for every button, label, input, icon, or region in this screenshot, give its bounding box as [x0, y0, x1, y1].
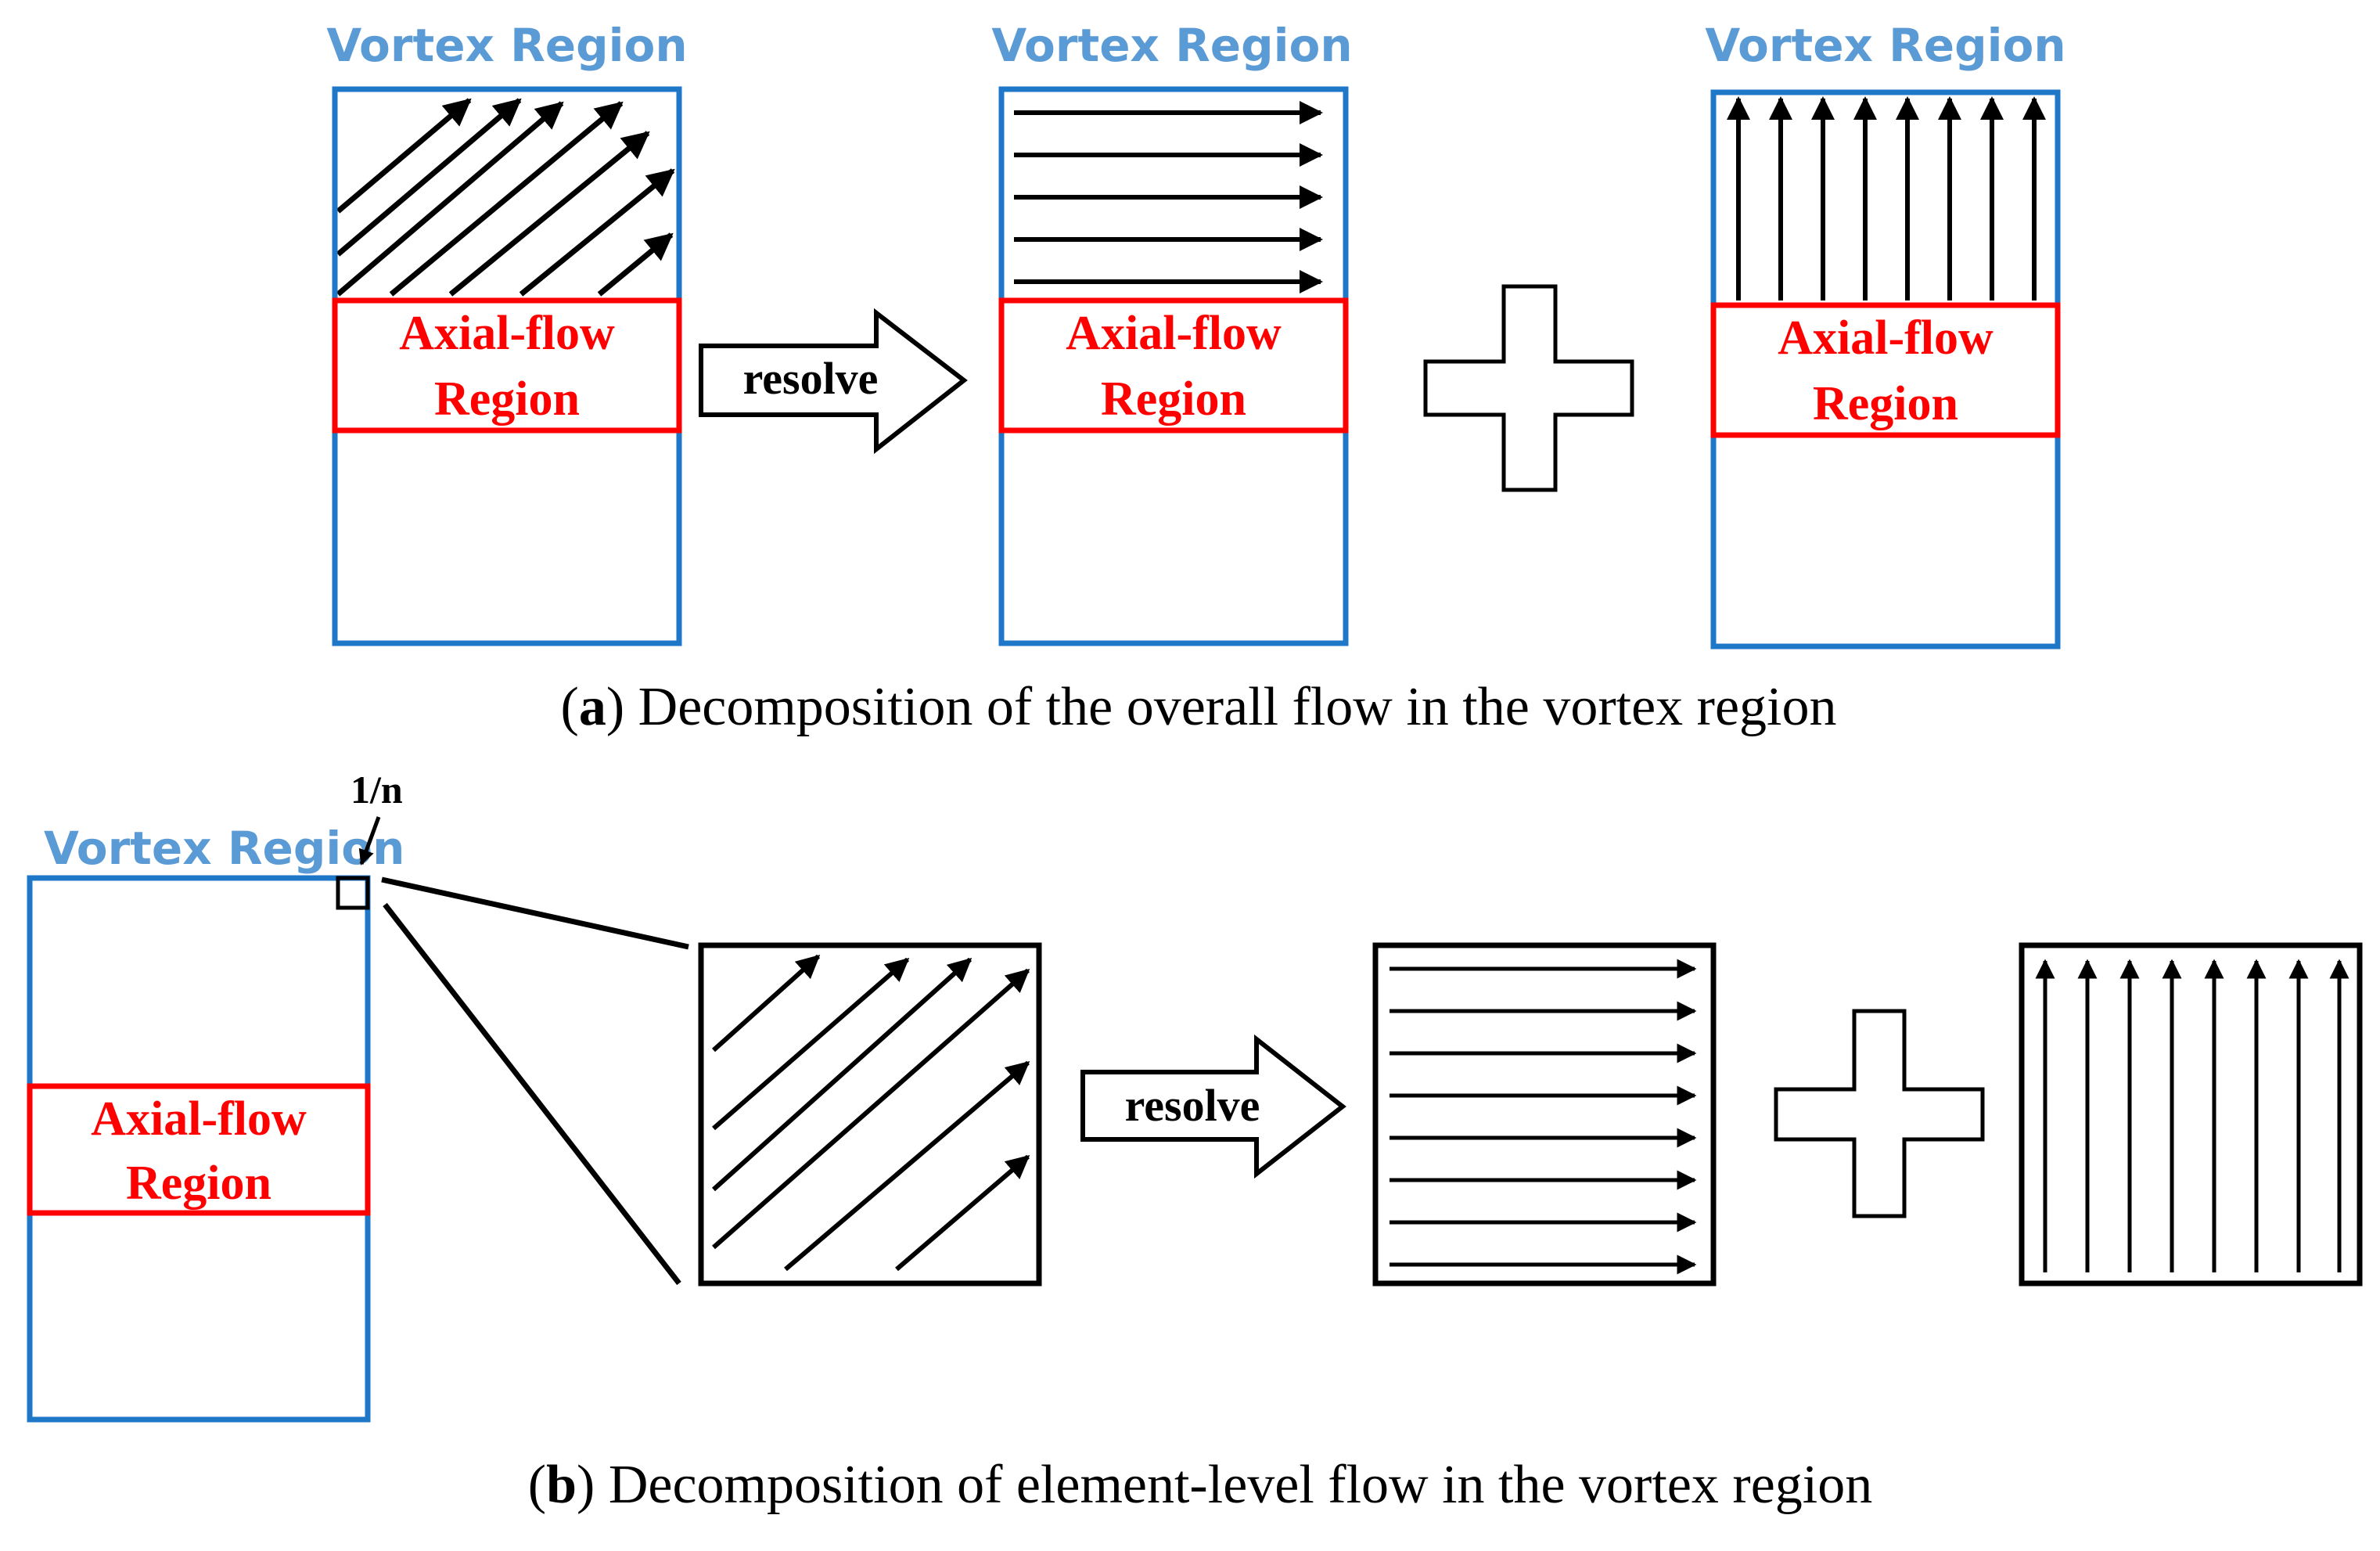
- resolve-arrow: resolve: [699, 308, 968, 455]
- horizontal-component-panel: Vortex Region Axial-flow Region: [991, 19, 1353, 646]
- element-oblique-panel: [698, 942, 1042, 1287]
- pointer-arrow: [358, 816, 381, 865]
- part-b: Vortex Region 1/n Axial-flow Region: [27, 768, 2363, 1515]
- zoom-line-bottom: [383, 902, 681, 1286]
- caption-b: (b) Decomposition of element-level flow …: [528, 1455, 1872, 1515]
- resolve-label: resolve: [743, 353, 879, 404]
- vortex-region-label: Vortex Region: [44, 822, 404, 875]
- arrow-icon: [336, 98, 472, 214]
- resolve-arrow-icon: [699, 308, 968, 455]
- plus-icon: [1774, 1009, 1985, 1218]
- caption-a: (a) Decomposition of the overall flow in…: [561, 677, 1837, 737]
- arrow-icon: [336, 98, 522, 257]
- horizontal-flow-arrows: [1390, 959, 1697, 1275]
- arrow-icon: [597, 232, 674, 297]
- axial-flow-region-box: [1710, 302, 2061, 438]
- oblique-flow-arrows: [336, 98, 675, 297]
- axial-flow-label: Axial-flow: [1778, 311, 1994, 365]
- arrow-icon: [711, 954, 821, 1053]
- zoom-line-top: [381, 876, 689, 950]
- vortex-region-box: [998, 86, 1349, 646]
- vortex-region-label: Vortex Region: [326, 19, 687, 72]
- element-horizontal-panel: [1372, 942, 1717, 1287]
- resolve-arrow: resolve: [1080, 1034, 1346, 1179]
- horizontal-flow-arrows: [1014, 101, 1323, 293]
- arrow-icon: [389, 101, 624, 297]
- resolve-label: resolve: [1125, 1080, 1260, 1131]
- axial-flow-region-box: [998, 297, 1349, 434]
- element-vertical-panel: [2019, 942, 2363, 1287]
- zoom-lines: [381, 876, 689, 1286]
- vertical-flow-arrows: [2035, 959, 2349, 1272]
- arrow-icon: [448, 131, 650, 297]
- vertical-flow-arrows: [1727, 96, 2046, 300]
- arrow-icon: [895, 1154, 1030, 1272]
- resolve-arrow-icon: [1080, 1034, 1346, 1179]
- arrow-icon: [712, 968, 1030, 1250]
- plus-icon: [1423, 284, 1634, 492]
- caption-b-letter: b: [546, 1455, 577, 1515]
- element-box: [1372, 942, 1717, 1287]
- arrow-icon: [519, 168, 675, 297]
- vortex-region-box: [27, 875, 371, 1423]
- axial-region-label: Region: [1813, 377, 1958, 430]
- vortex-region-label: Vortex Region: [991, 19, 1352, 72]
- axial-flow-label: Axial-flow: [91, 1092, 307, 1146]
- vortex-region-label: Vortex Region: [1705, 19, 2065, 72]
- axial-flow-label: Axial-flow: [1066, 307, 1282, 360]
- axial-region-label: Region: [1101, 372, 1246, 426]
- axial-flow-label: Axial-flow: [399, 307, 615, 360]
- arrow-icon: [336, 101, 564, 297]
- element-source-panel: Vortex Region 1/n Axial-flow Region: [27, 768, 404, 1423]
- element-box: [698, 942, 1042, 1287]
- arrow-icon: [712, 957, 910, 1131]
- axial-region-label: Region: [434, 372, 580, 426]
- caption-a-letter: a: [579, 677, 606, 737]
- arrow-icon: [711, 957, 972, 1192]
- caption-b-text: Decomposition of element-level flow in t…: [609, 1455, 1872, 1515]
- vortex-region-box: [1710, 89, 2061, 650]
- element-marker: [336, 876, 370, 910]
- axial-region-label: Region: [126, 1157, 271, 1210]
- fraction-label: 1/n: [351, 768, 403, 811]
- caption-a-text: Decomposition of the overall flow in the…: [638, 677, 1837, 737]
- vertical-component-panel: Vortex Region Axial-flow Region: [1705, 19, 2066, 650]
- element-box: [2019, 942, 2363, 1287]
- overall-flow-panel: Vortex Region Axial-flow Region: [326, 19, 688, 646]
- oblique-flow-arrows: [711, 954, 1030, 1272]
- axial-flow-region-box: [332, 297, 682, 434]
- arrow-icon: [784, 1060, 1030, 1272]
- part-a: Vortex Region Axial-flow Region resolve: [326, 19, 2065, 737]
- axial-flow-region-box: [27, 1083, 371, 1216]
